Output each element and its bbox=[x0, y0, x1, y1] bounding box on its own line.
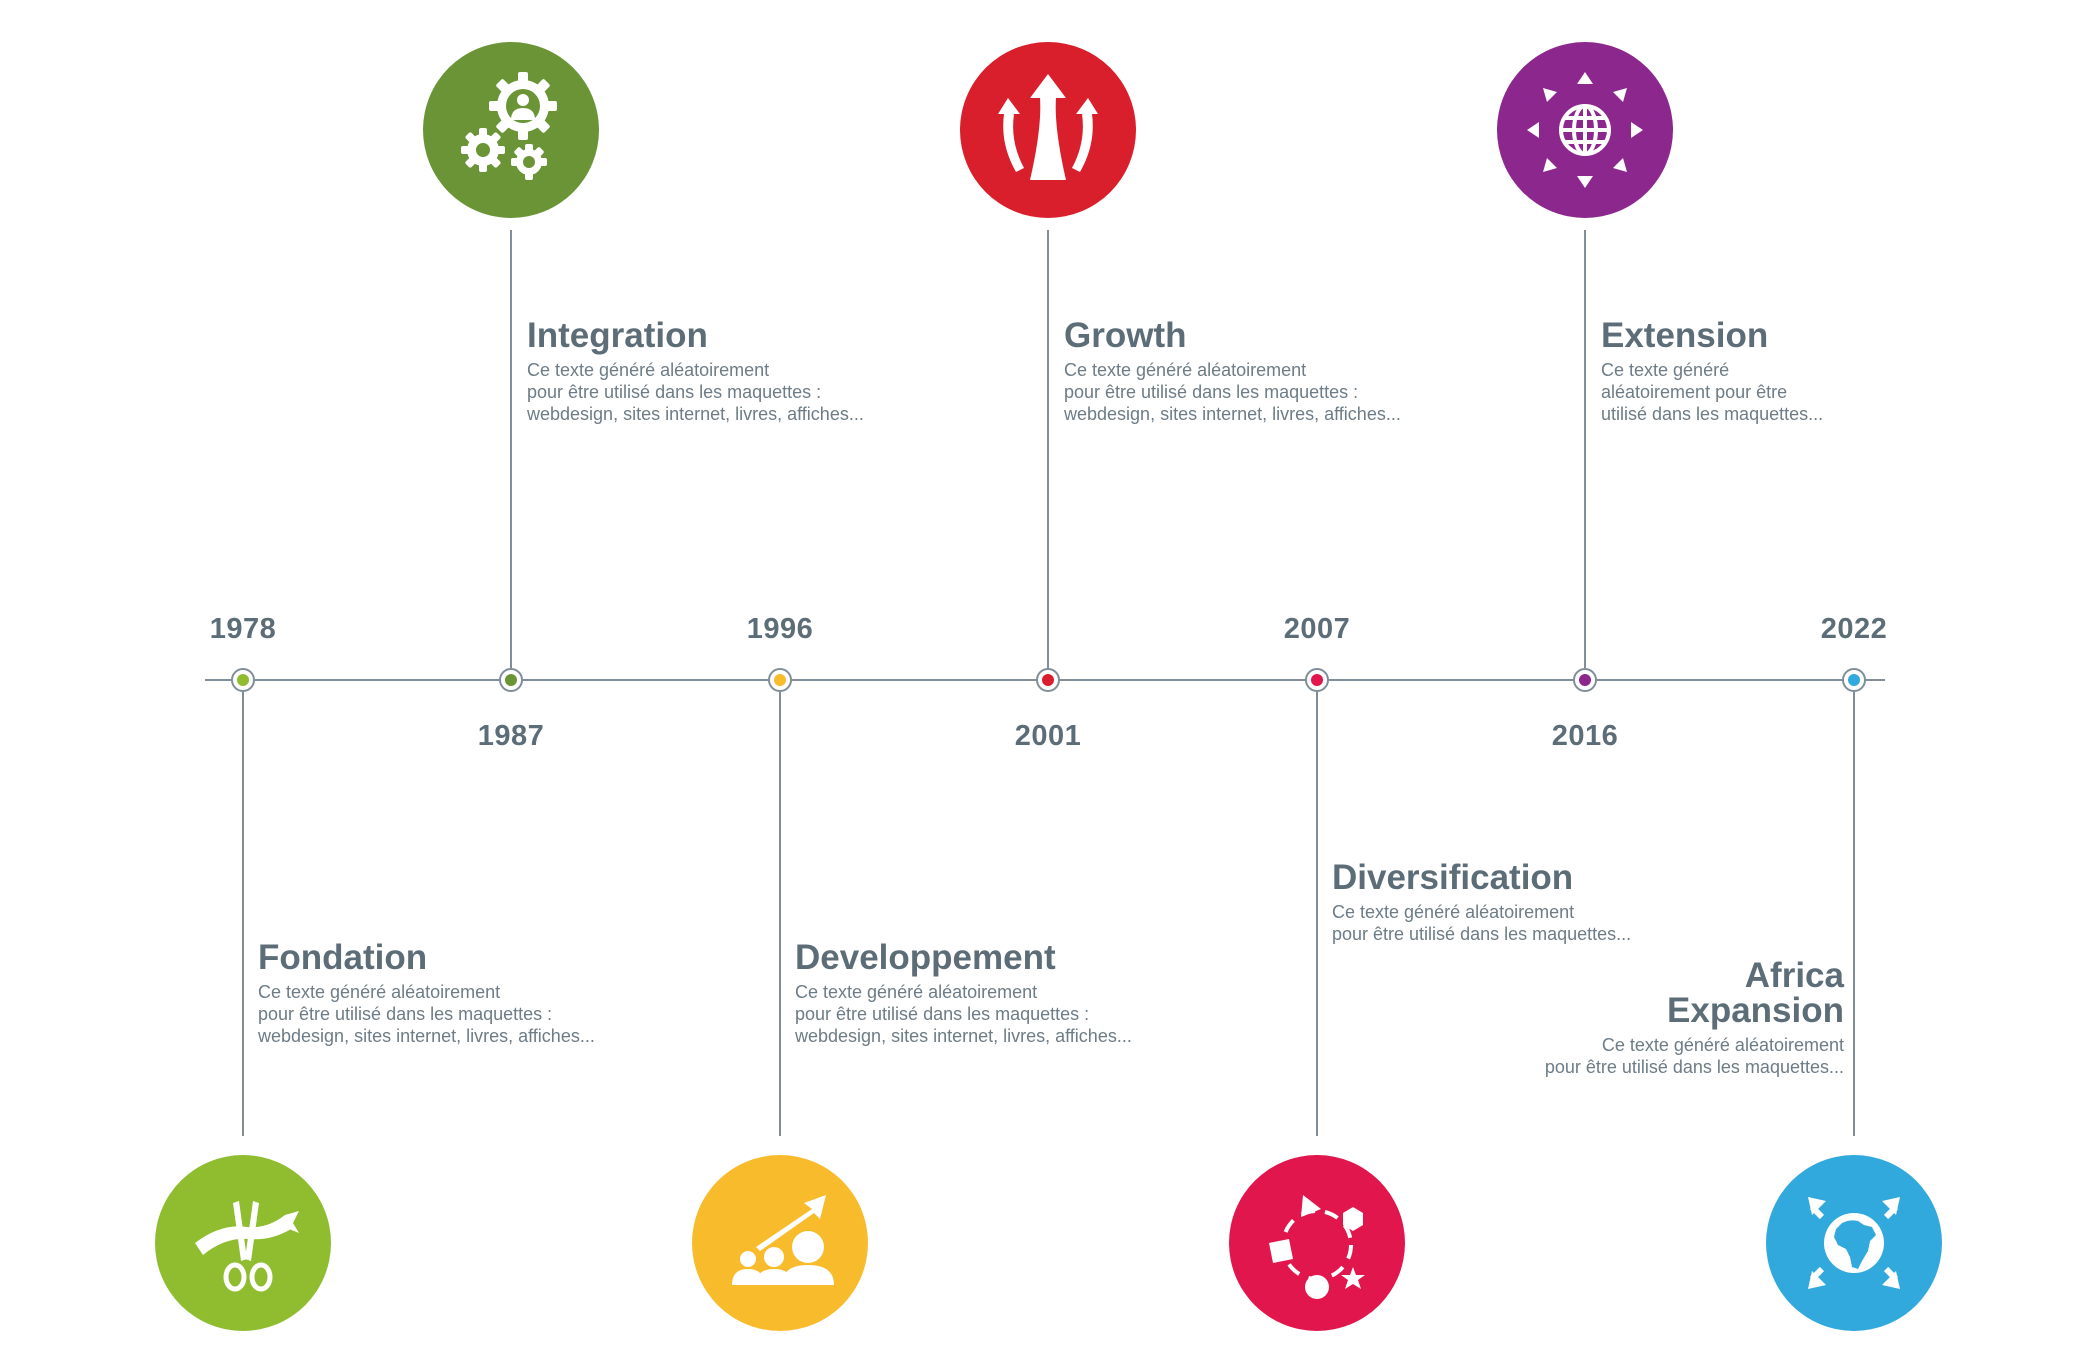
developpement-block: Developpement Ce texte généré aléatoirem… bbox=[795, 940, 1132, 1047]
stem-1978 bbox=[242, 692, 244, 1136]
integration-text: Ce texte généré aléatoirement pour être … bbox=[527, 360, 864, 424]
gears-person-icon bbox=[461, 72, 557, 180]
year-label-2001: 2001 bbox=[1014, 720, 1082, 752]
year-label-2022: 2022 bbox=[1820, 613, 1888, 645]
shapes-cycle-icon bbox=[1269, 1195, 1365, 1299]
fondation-title: Fondation bbox=[258, 938, 428, 977]
stem-2022 bbox=[1853, 692, 1855, 1136]
integration-block: Integration Ce texte généré aléatoiremen… bbox=[527, 318, 864, 425]
developpement-title: Developpement bbox=[795, 938, 1056, 977]
timeline-dot-1996 bbox=[768, 668, 792, 692]
timeline-dot-1978 bbox=[231, 668, 255, 692]
growth-circle bbox=[960, 42, 1136, 218]
diversification-text: Ce texte généré aléatoirement pour être … bbox=[1332, 902, 1632, 944]
extension-title: Extension bbox=[1601, 316, 1769, 355]
africa-expansion-title: Africa Expansion bbox=[1545, 958, 1844, 1028]
globe-arrows-icon bbox=[1527, 72, 1643, 188]
growth-title: Growth bbox=[1064, 316, 1187, 355]
year-label-1987: 1987 bbox=[477, 720, 545, 752]
timeline-dot-2001 bbox=[1036, 668, 1060, 692]
growth-text: Ce texte généré aléatoirement pour être … bbox=[1064, 360, 1401, 424]
fondation-circle bbox=[155, 1155, 331, 1331]
extension-block: Extension Ce texte généré aléatoirement … bbox=[1601, 318, 1823, 425]
diversification-block: Diversification Ce texte généré aléatoir… bbox=[1332, 860, 1631, 945]
stem-2007 bbox=[1316, 692, 1318, 1136]
team-growth-icon bbox=[732, 1195, 834, 1285]
africa-arrows-icon bbox=[1808, 1197, 1900, 1289]
africa-expansion-block: Africa Expansion Ce texte généré aléatoi… bbox=[1545, 958, 1844, 1078]
stem-1996 bbox=[779, 692, 781, 1136]
timeline-dot-1987 bbox=[499, 668, 523, 692]
integration-title: Integration bbox=[527, 316, 708, 355]
africa-expansion-text: Ce texte généré aléatoirement pour être … bbox=[1544, 1035, 1844, 1077]
africa-expansion-title-line2: Expansion bbox=[1667, 991, 1844, 1030]
fondation-block: Fondation Ce texte généré aléatoirement … bbox=[258, 940, 595, 1047]
year-label-2016: 2016 bbox=[1551, 720, 1619, 752]
year-label-1978: 1978 bbox=[209, 613, 277, 645]
africa-expansion-circle bbox=[1766, 1155, 1942, 1331]
africa-expansion-title-line1: Africa bbox=[1744, 956, 1844, 995]
ribbon-scissors-icon bbox=[195, 1201, 299, 1292]
fondation-text: Ce texte généré aléatoirement pour être … bbox=[258, 982, 595, 1046]
extension-text: Ce texte généré aléatoirement pour être … bbox=[1601, 360, 1824, 424]
timeline-dot-2016 bbox=[1573, 668, 1597, 692]
year-label-1996: 1996 bbox=[746, 613, 814, 645]
diversification-title: Diversification bbox=[1332, 858, 1574, 897]
timeline-dot-2007 bbox=[1305, 668, 1329, 692]
integration-circle bbox=[423, 42, 599, 218]
stem-1987 bbox=[510, 230, 512, 668]
split-arrows-icon bbox=[998, 74, 1098, 180]
stem-2001 bbox=[1047, 230, 1049, 668]
diversification-circle bbox=[1229, 1155, 1405, 1331]
extension-circle bbox=[1497, 42, 1673, 218]
stem-2016 bbox=[1584, 230, 1586, 668]
developpement-text: Ce texte généré aléatoirement pour être … bbox=[795, 982, 1132, 1046]
timeline-dot-2022 bbox=[1842, 668, 1866, 692]
year-label-2007: 2007 bbox=[1283, 613, 1351, 645]
growth-block: Growth Ce texte généré aléatoirement pou… bbox=[1064, 318, 1401, 425]
developpement-circle bbox=[692, 1155, 868, 1331]
